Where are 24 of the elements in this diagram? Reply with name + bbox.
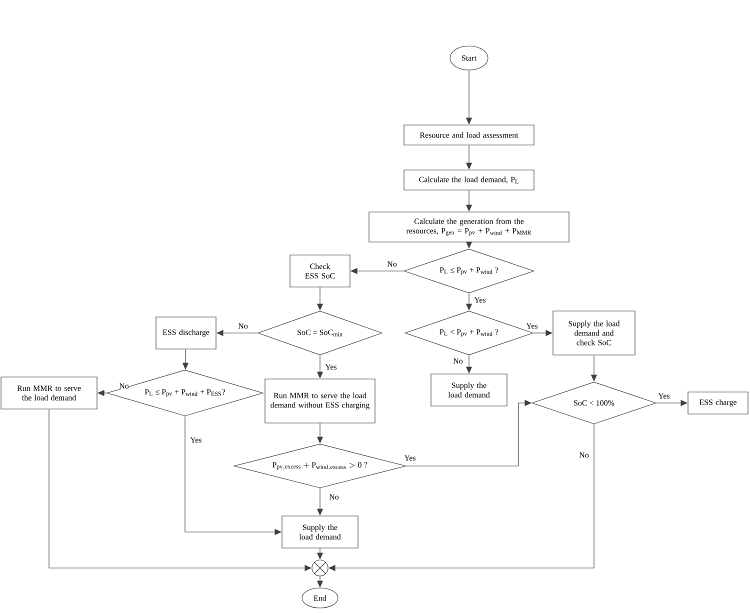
terminal-oval: End [302,588,338,608]
edge-label: Yes [190,436,202,444]
process-box: Run MMR to serve the load demand [0,376,98,410]
edge-label: No [578,452,590,458]
process-box: Supply the load demand and check SoC [552,310,636,356]
process-box: Run MMR to serve the load demand without ESS charging [264,378,376,424]
process-box: Resource and load assessment [404,124,534,146]
edge-label: No [328,494,340,500]
edge-label: Yes [324,364,338,370]
process-box: Supply the load demand [282,516,358,548]
edge-label: No [452,358,464,364]
edge-label: Yes [474,296,486,304]
edge-label: No [238,322,248,330]
process-box: ESS charge [688,392,748,414]
edge-label: No [386,260,398,268]
summing-junction [312,560,328,576]
process-box: ESS discharge [156,316,216,350]
terminal-oval: Start [450,46,488,70]
edge-label: Yes [658,392,670,400]
process-box: Supply the load demand [430,374,508,406]
process-box: Check ESS SoC [290,254,350,288]
process-box: Calculate the generation from the resources, P$_{gen}$ = P$_{pv}$ + P$_{wind}$ + P$_{MMR}$ [368,212,570,242]
edge-label: No [118,382,130,390]
process-box: Calculate the load demand, P$_{L}$ [404,170,534,190]
